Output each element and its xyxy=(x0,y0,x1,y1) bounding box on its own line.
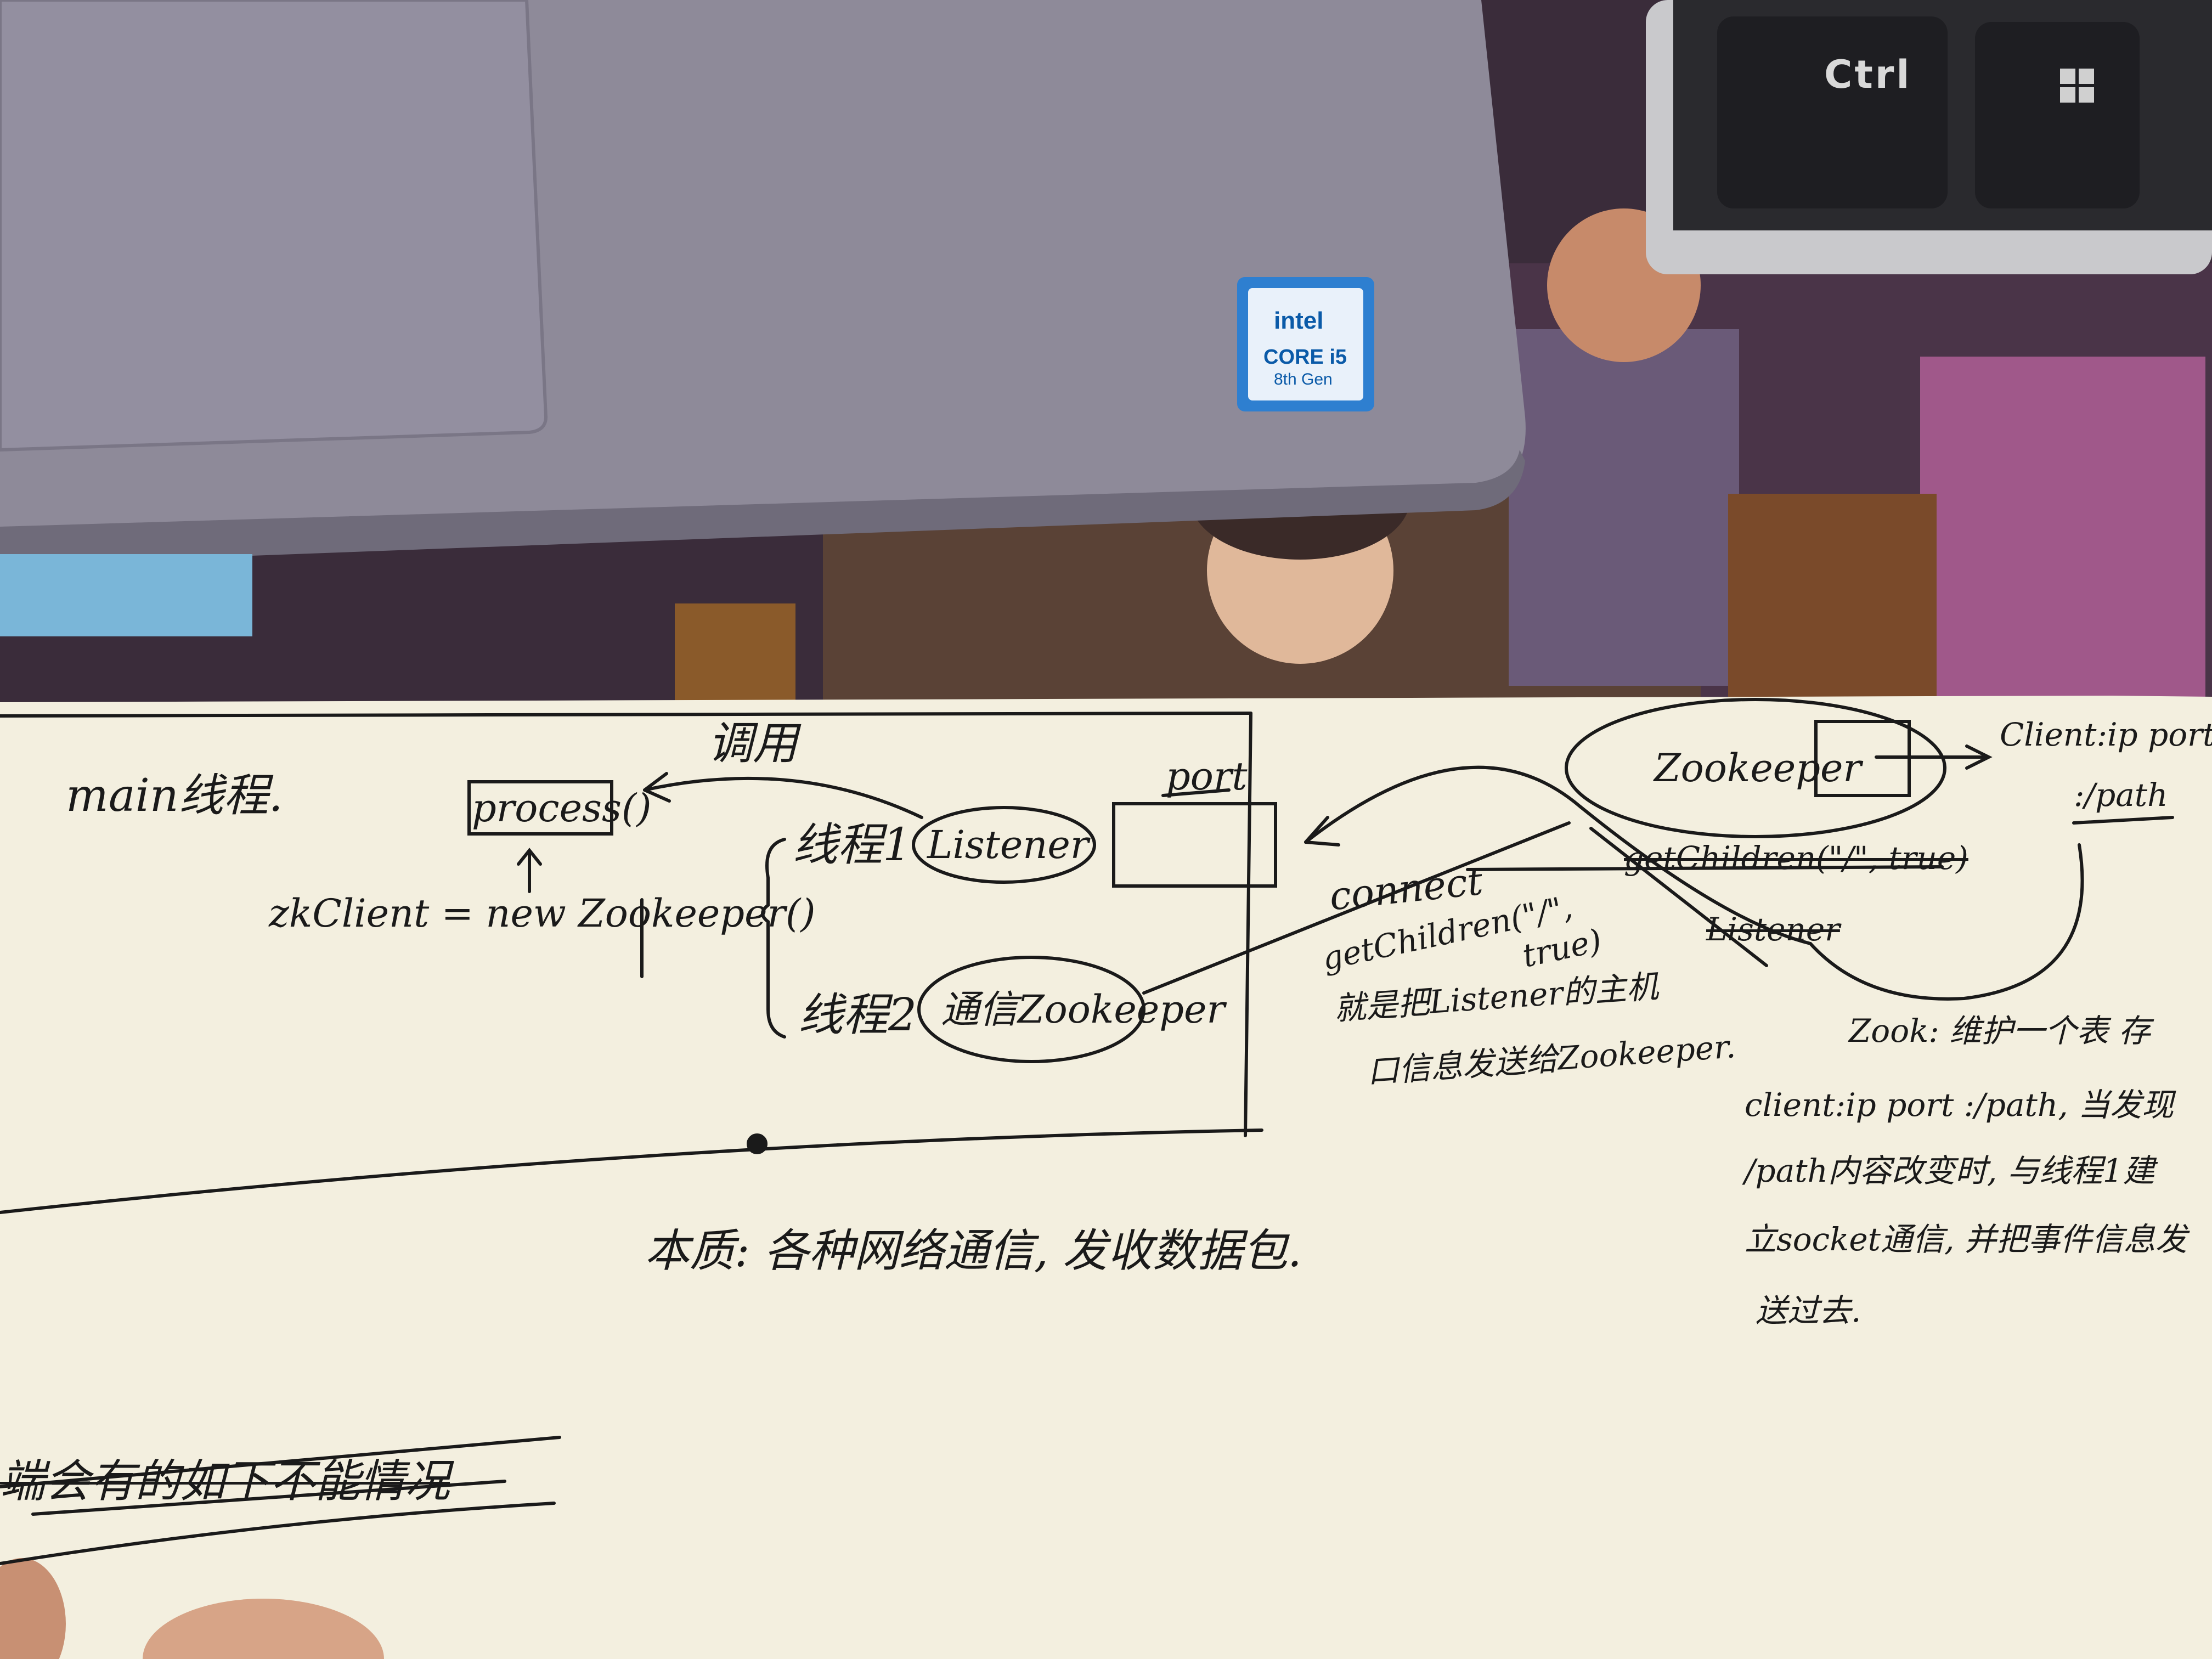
thread2-label: 线程2 xyxy=(798,989,917,1041)
thread1-label: 线程1 xyxy=(793,819,912,871)
zookeeper-oval-label: Zookeeper xyxy=(1654,746,1861,791)
essence-line: 本质: 各种网络通信, 发收数据包. xyxy=(645,1225,1302,1277)
path-label: :/path xyxy=(2074,776,2168,814)
finger xyxy=(143,1599,384,1659)
call-label: 调用 xyxy=(708,718,798,770)
intel-core-text: CORE i5 xyxy=(1263,346,1347,369)
ctrl-key-label: Ctrl xyxy=(1824,52,1912,97)
finger xyxy=(0,1558,66,1659)
thread2-oval-label: 通信Zookeeper xyxy=(941,987,1225,1032)
intel-gen-text: 8th Gen xyxy=(1274,370,1333,388)
windows-logo-icon xyxy=(2060,69,2094,103)
crossed-bottom-text: 端会有的如下不能情况 xyxy=(0,1455,450,1508)
zook-maintain-label: Zook: 维护一个表 存 xyxy=(1849,1012,2151,1049)
trackpad xyxy=(0,0,548,452)
intel-sticker xyxy=(1237,277,1374,411)
card-corner xyxy=(0,554,252,636)
right-paragraph-line-4: 送过去. xyxy=(1756,1292,1861,1329)
crossed-listener: Listener xyxy=(1706,911,1840,948)
right-paragraph-line-1: client:ip port :/path, 当发现 xyxy=(1745,1086,2174,1124)
paper-note xyxy=(0,696,2212,1659)
client-ip-port-label: Client:ip port xyxy=(2000,716,2212,753)
listener-oval-label: Listener xyxy=(927,822,1089,867)
handwritten-diagram xyxy=(0,698,2174,1565)
win-key[interactable] xyxy=(1975,22,2140,208)
process-box-label: process() xyxy=(472,786,652,831)
keyboard xyxy=(1646,0,2212,274)
crossed-getchildren: getChildren("/", true) xyxy=(1624,839,1968,877)
intel-logo-text: intel xyxy=(1274,307,1324,334)
right-paragraph-line-3: 立socket通信, 并把事件信息发 xyxy=(1745,1221,2187,1258)
main-thread-label: main线程. xyxy=(66,770,283,822)
ctrl-key[interactable] xyxy=(1717,16,1948,208)
port-label: port xyxy=(1166,754,1248,799)
zkclient-line: zkClient = new Zookeeper() xyxy=(269,891,816,936)
right-paragraph-line-2: /path内容改变时, 与线程1建 xyxy=(1745,1152,2155,1189)
